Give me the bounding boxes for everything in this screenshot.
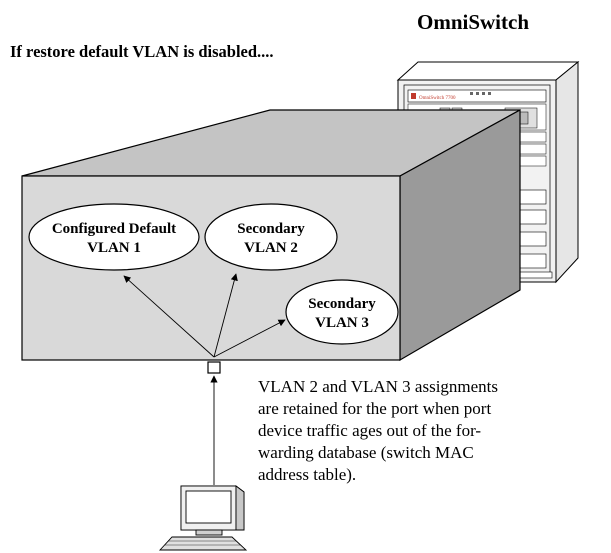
- vlan-3-line2: VLAN 3: [315, 315, 369, 331]
- arrow-to-vlan-3: [213, 319, 286, 358]
- vlan-3-line1: Secondary: [308, 296, 376, 312]
- condition-heading: If restore default VLAN is disabled....: [10, 42, 274, 61]
- description-line-4: warding database (switch MAC: [258, 443, 474, 462]
- omniswitch-title: OmniSwitch: [417, 10, 529, 34]
- vlan-2: Secondary VLAN 2: [204, 203, 338, 271]
- vlan-3: Secondary VLAN 3: [285, 279, 399, 345]
- description-line-2: are retained for the port when port: [258, 399, 491, 418]
- switch-logo-text: OmniSwitch 7700: [419, 96, 456, 101]
- vlan-1-line1: Configured Default: [52, 221, 176, 237]
- computer-icon: [158, 485, 248, 551]
- description-line-5: address table).: [258, 465, 356, 484]
- arrow-to-vlan-1: [123, 275, 215, 358]
- arrow-to-vlan-2: [213, 273, 238, 358]
- description-line-3: device traffic ages out of the for-: [258, 421, 481, 440]
- port-square: [207, 361, 221, 374]
- vlan-2-line1: Secondary: [237, 221, 305, 237]
- description-text: VLAN 2 and VLAN 3 assignments are retain…: [258, 377, 498, 484]
- switch-logo-mark: [411, 93, 416, 99]
- vlan-2-line2: VLAN 2: [244, 240, 298, 256]
- vlan-1-line2: VLAN 1: [87, 240, 141, 256]
- vlan-1: Configured Default VLAN 1: [28, 203, 200, 271]
- description-line-1: VLAN 2 and VLAN 3 assignments: [258, 377, 498, 396]
